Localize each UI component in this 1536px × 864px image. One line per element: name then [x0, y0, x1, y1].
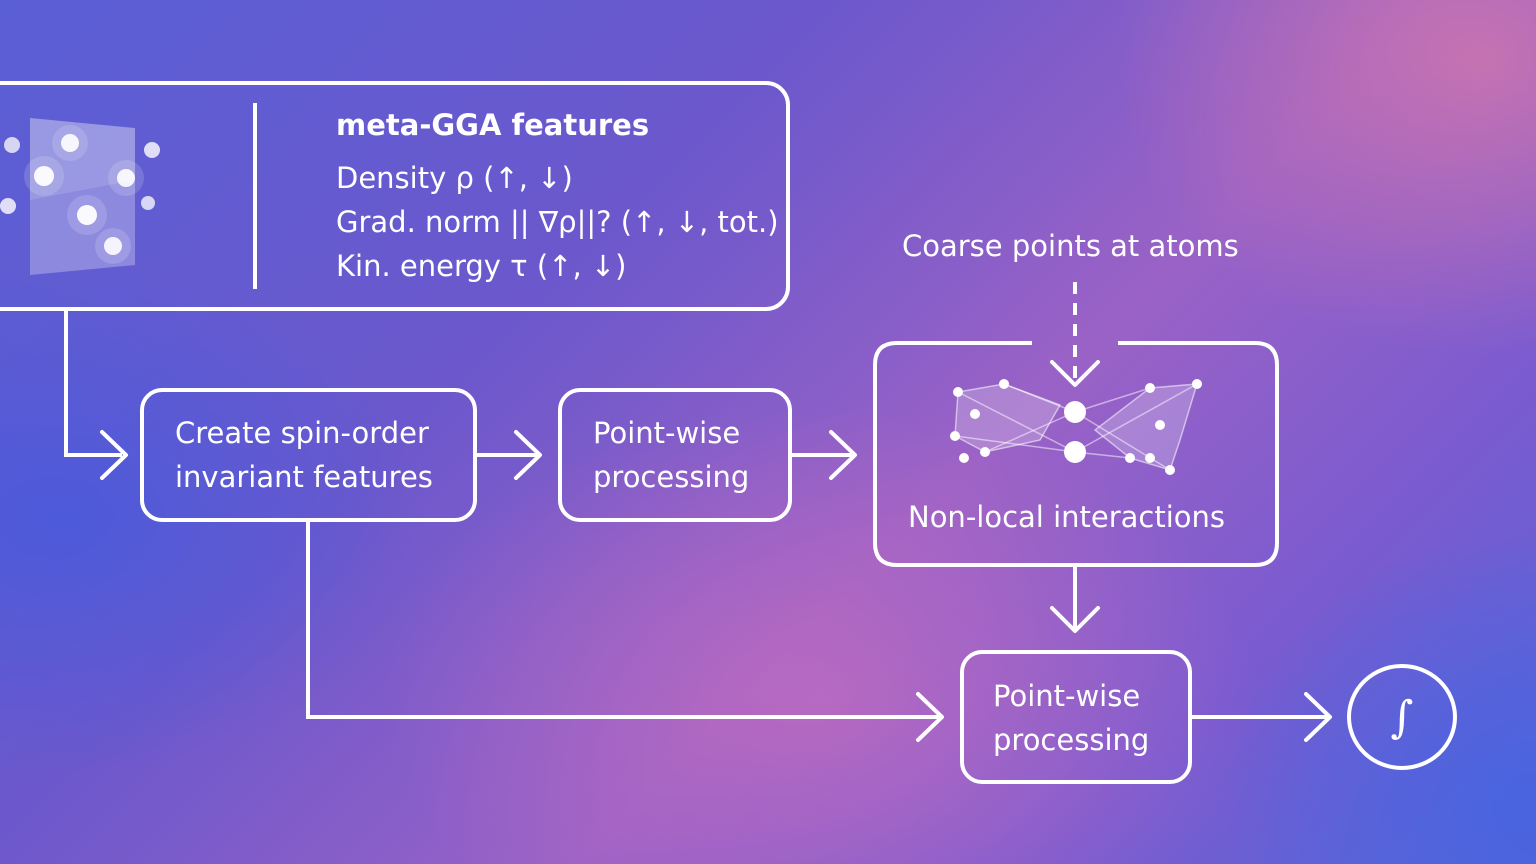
features-box — [0, 81, 790, 311]
pointwise2-label-line2: processing — [993, 723, 1150, 757]
spin-order-label-line1: Create spin-order — [175, 416, 429, 450]
arrowhead — [916, 692, 944, 742]
spin-order-label-line2: invariant features — [175, 460, 433, 494]
arrowhead — [829, 430, 857, 480]
coarse-points-label: Coarse points at atoms — [902, 229, 1239, 263]
pointwise2-label-line1: Point-wise — [993, 679, 1141, 713]
coarse-point — [1064, 401, 1086, 423]
nonlocal-box — [873, 341, 1279, 567]
pointwise1-label-line2: processing — [593, 460, 750, 494]
arrowhead — [1050, 606, 1100, 633]
integral-circle — [1347, 664, 1457, 770]
integral-symbol: ∫ — [1390, 691, 1414, 743]
nonlocal-label: Non-local interactions — [908, 500, 1226, 534]
feature-density: Density ρ (↑, ↓) — [336, 161, 573, 195]
edge-skip-to-pointwise2 — [306, 520, 940, 719]
nonlocal-interaction-illustration — [950, 379, 1202, 475]
arrowhead — [1050, 360, 1100, 387]
density-grid-illustration — [0, 118, 160, 275]
arrowhead — [514, 430, 542, 480]
coarse-point — [1064, 441, 1086, 463]
features-title: meta-GGA features — [336, 108, 650, 142]
arrowhead — [1304, 692, 1332, 742]
edge-features-to-spin — [64, 309, 122, 457]
feature-kinetic-energy: Kin. energy τ (↑, ↓) — [336, 249, 627, 283]
arrowhead — [100, 430, 128, 480]
pointwise1-label-line1: Point-wise — [593, 416, 741, 450]
feature-gradient-norm: Grad. norm || ∇ρ||? (↑, ↓, tot.) — [336, 205, 779, 239]
